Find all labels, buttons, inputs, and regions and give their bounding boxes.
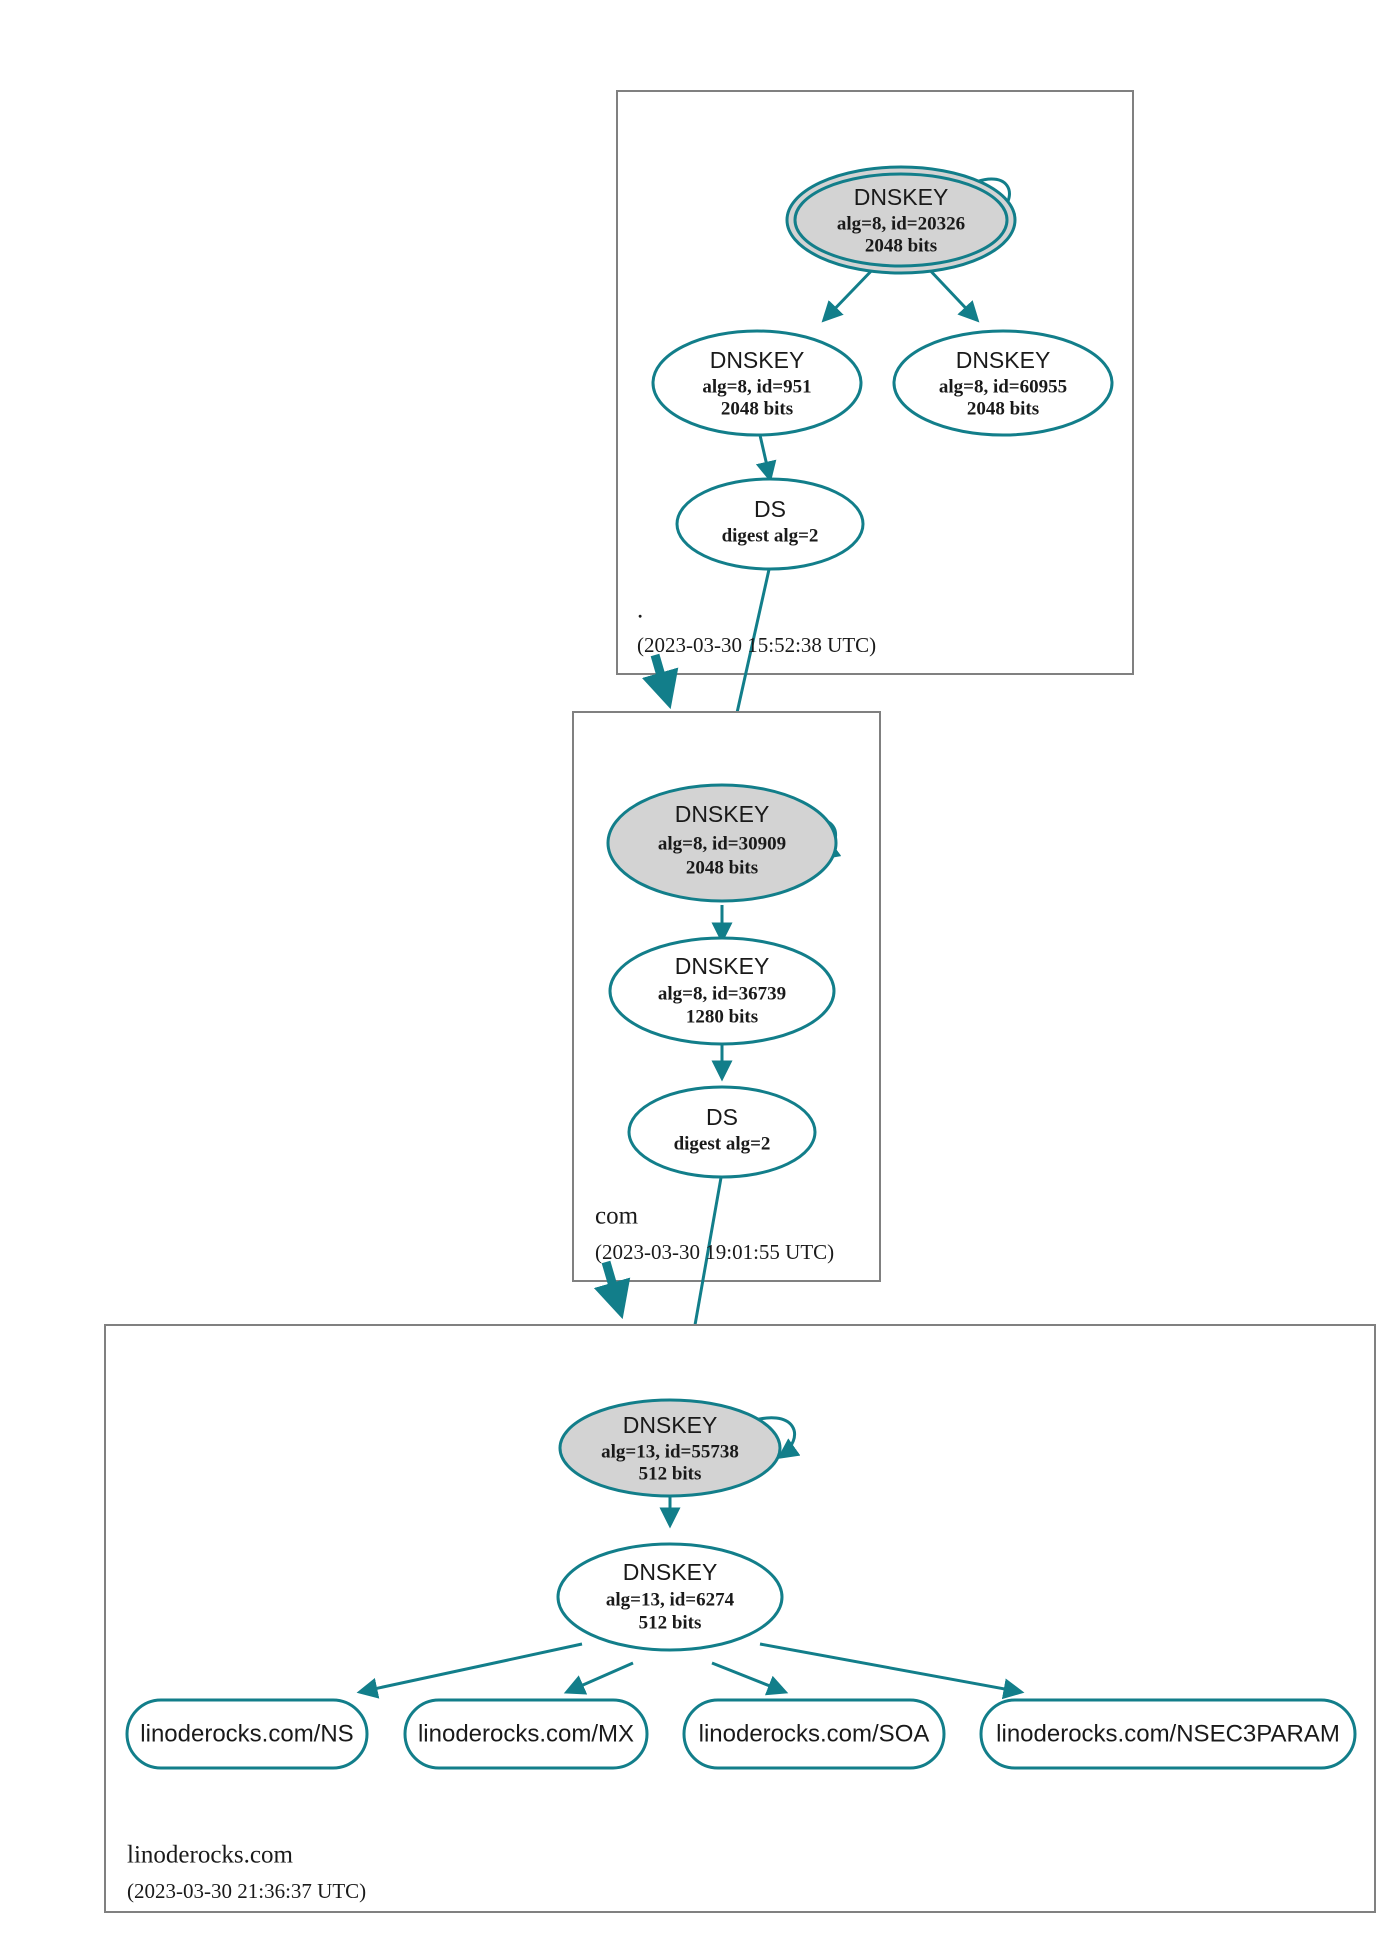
node-linoderocks-ksk[interactable] bbox=[558, 1398, 782, 1498]
node-rrset-ns-label: linoderocks.com/NS bbox=[140, 1720, 353, 1747]
node-root-ds-digest: digest alg=2 bbox=[722, 525, 819, 546]
node-com-ksk-keyinfo: alg=8, id=30909 bbox=[658, 833, 786, 854]
zone-timestamp-linoderocks: (2023-03-30 21:36:37 UTC) bbox=[127, 1879, 366, 1903]
node-com-zsk-36739-bits: 1280 bits bbox=[686, 1006, 758, 1027]
node-linoderocks-ksk-bits: 512 bits bbox=[639, 1463, 702, 1484]
edge-zsk-to-rrset-ns bbox=[356, 1642, 583, 1699]
edge-root-ksk-to-zsk60955 bbox=[923, 263, 980, 323]
node-com-ksk[interactable] bbox=[606, 783, 838, 903]
node-com-ds-title: DS bbox=[706, 1104, 738, 1130]
node-linoderocks-zsk-6274-title: DNSKEY bbox=[623, 1559, 718, 1585]
node-root-zsk-951-title: DNSKEY bbox=[710, 347, 805, 373]
edge-zsk-to-rrset-nsec3param bbox=[759, 1642, 1025, 1700]
node-linoderocks-ksk-title: DNSKEY bbox=[623, 1412, 718, 1438]
zone-label-linoderocks: linoderocks.com bbox=[127, 1842, 293, 1869]
node-root-ds-title: DS bbox=[754, 496, 786, 522]
node-root-ksk[interactable] bbox=[793, 172, 1009, 268]
node-com-ksk-title: DNSKEY bbox=[675, 801, 770, 827]
node-rrset-soa-label: linoderocks.com/SOA bbox=[699, 1720, 930, 1747]
node-rrset-soa[interactable] bbox=[682, 1698, 946, 1770]
zone-label-root: . bbox=[637, 597, 643, 624]
node-rrset-nsec3param-label: linoderocks.com/NSEC3PARAM bbox=[996, 1720, 1340, 1747]
zone-label-com: com bbox=[595, 1203, 639, 1230]
node-linoderocks-zsk-6274[interactable] bbox=[556, 1542, 784, 1652]
node-root-ds[interactable] bbox=[675, 477, 865, 571]
node-root-zsk-60955-bits: 2048 bits bbox=[967, 398, 1039, 419]
node-root-zsk-60955-keyinfo: alg=8, id=60955 bbox=[939, 376, 1067, 397]
node-com-ds[interactable] bbox=[627, 1085, 817, 1179]
node-com-zsk-36739[interactable] bbox=[608, 936, 836, 1046]
node-com-zsk-36739-title: DNSKEY bbox=[675, 953, 770, 979]
edge-zsk-to-rrset-soa bbox=[711, 1661, 789, 1696]
node-root-zsk-951[interactable] bbox=[651, 329, 863, 437]
zone-timestamp-com: (2023-03-30 19:01:55 UTC) bbox=[595, 1240, 834, 1264]
edge-zsk-to-rrset-mx bbox=[563, 1661, 634, 1695]
node-com-ds-digest: digest alg=2 bbox=[674, 1133, 771, 1154]
node-root-zsk-60955[interactable] bbox=[892, 329, 1114, 437]
node-root-zsk-951-keyinfo: alg=8, id=951 bbox=[702, 376, 811, 397]
node-root-ksk-keyinfo: alg=8, id=20326 bbox=[837, 213, 965, 234]
node-root-zsk-951-bits: 2048 bits bbox=[721, 398, 793, 419]
node-com-ksk-bits: 2048 bits bbox=[686, 857, 758, 878]
edge-delegation-root-to-com bbox=[641, 653, 679, 710]
edge-root-ksk-to-zsk951 bbox=[821, 263, 879, 323]
node-linoderocks-zsk-6274-keyinfo: alg=13, id=6274 bbox=[606, 1589, 735, 1610]
node-rrset-mx-label: linoderocks.com/MX bbox=[418, 1720, 634, 1747]
node-linoderocks-ksk-keyinfo: alg=13, id=55738 bbox=[601, 1441, 739, 1462]
zone-timestamp-root: (2023-03-30 15:52:38 UTC) bbox=[637, 633, 876, 657]
node-linoderocks-zsk-6274-bits: 512 bits bbox=[639, 1612, 702, 1633]
node-rrset-nsec3param[interactable] bbox=[979, 1698, 1357, 1770]
edge-delegation-com-to-linoderocks bbox=[593, 1260, 631, 1320]
node-com-zsk-36739-keyinfo: alg=8, id=36739 bbox=[658, 983, 786, 1004]
node-root-zsk-60955-title: DNSKEY bbox=[956, 347, 1051, 373]
node-rrset-ns[interactable] bbox=[125, 1698, 369, 1770]
node-rrset-mx[interactable] bbox=[403, 1698, 649, 1770]
node-root-ksk-title: DNSKEY bbox=[854, 184, 949, 210]
node-root-ksk-bits: 2048 bits bbox=[865, 235, 937, 256]
